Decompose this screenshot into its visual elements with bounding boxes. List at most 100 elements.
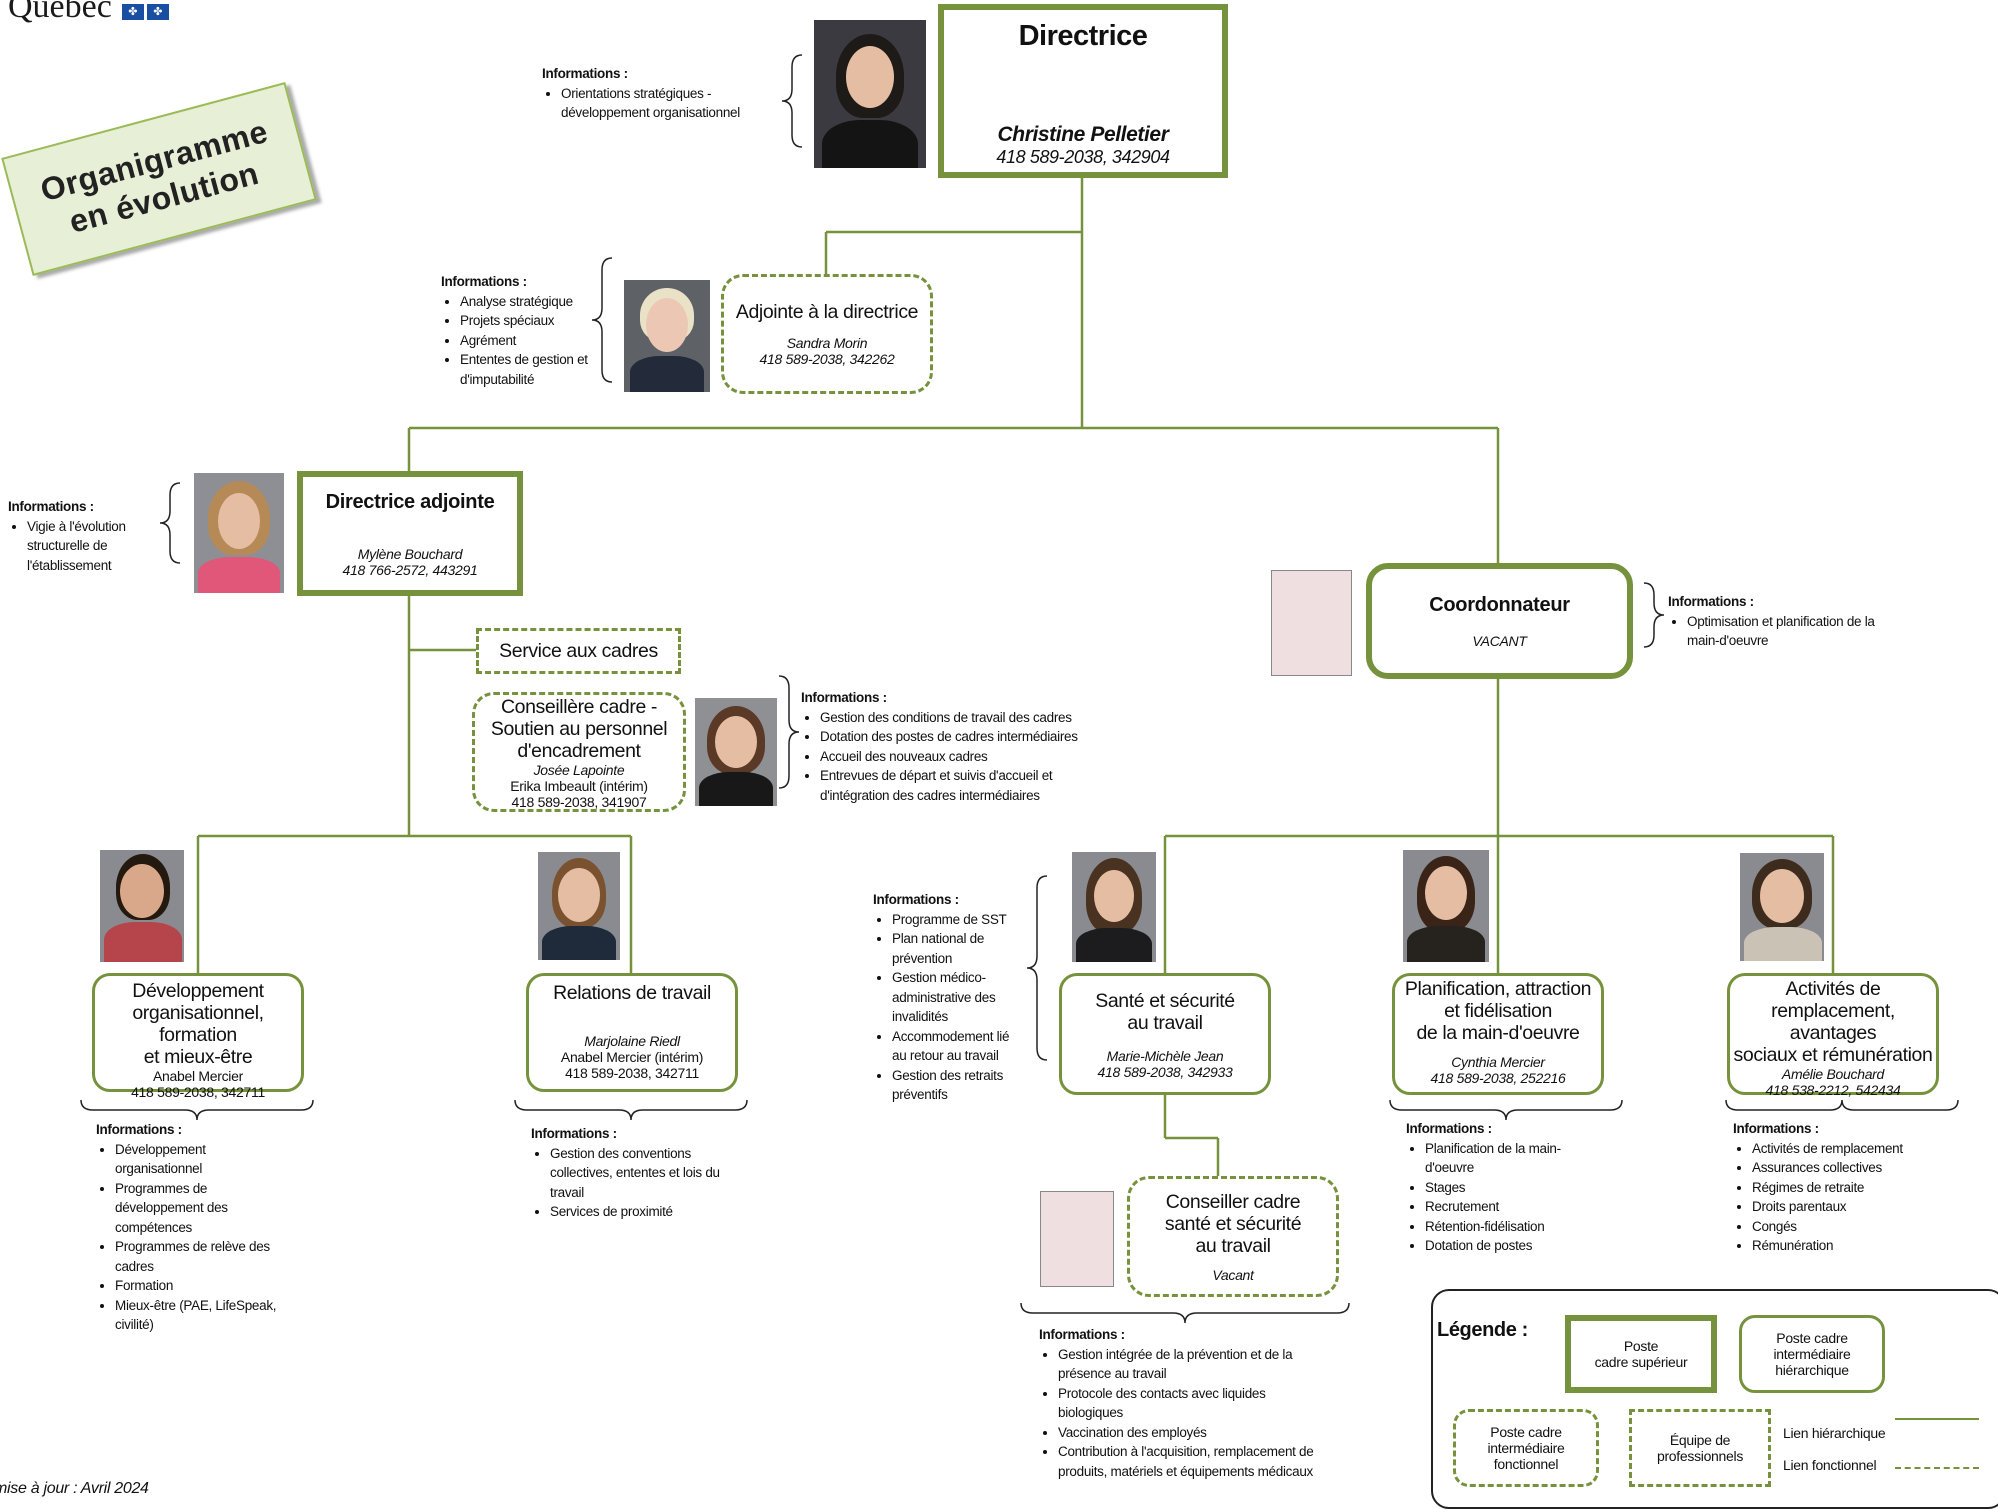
legend-lien-hierarchique-line — [1895, 1418, 1979, 1420]
relations-interim: Anabel Mercier (intérim) — [560, 1049, 704, 1065]
sst-info: Informations : Programme de SST Plan nat… — [873, 890, 1023, 1105]
planif-box[interactable]: Planification, attraction et fidélisatio… — [1392, 973, 1604, 1095]
legend-superieur-2: cadre supérieur — [1594, 1354, 1688, 1370]
info-item: Congés — [1752, 1217, 1933, 1237]
info-item: Stages — [1425, 1178, 1586, 1198]
info-item: Accommodement lié au retour au travail — [892, 1027, 1023, 1066]
legend-hierarchique-3: hiérarchique — [1775, 1362, 1849, 1378]
dev-org-box[interactable]: Développement organisationnel, formation… — [92, 973, 304, 1100]
info-heading: Informations : — [441, 274, 527, 289]
info-item: Services de proximité — [550, 1202, 741, 1222]
activites-info: Informations : Activités de remplacement… — [1733, 1119, 1933, 1256]
conseiller-sst-box[interactable]: Conseiller cadre santé et sécurité au tr… — [1127, 1176, 1339, 1297]
directrice-photo — [814, 20, 926, 168]
info-item: Plan national de prévention — [892, 929, 1023, 968]
coordonnateur-name: VACANT — [1472, 632, 1527, 649]
dir-adjointe-photo — [194, 473, 284, 593]
dir-adjointe-title: Directrice adjointe — [325, 491, 495, 513]
planif-name: Cynthia Mercier — [1451, 1054, 1545, 1070]
legend-fonctionnel-2: intermédiaire — [1487, 1440, 1565, 1456]
legend-title: Légende : — [1437, 1319, 1528, 1341]
conseiller-sst-name: Vacant — [1212, 1266, 1254, 1283]
conseillere-photo — [695, 698, 777, 806]
info-item: Gestion des conventions collectives, ent… — [550, 1144, 741, 1203]
legend: Légende : Poste cadre supérieur Poste ca… — [1431, 1289, 1998, 1509]
conseiller-sst-title-3: au travail — [1195, 1234, 1271, 1257]
planif-title-2: et fidélisation — [1444, 1000, 1552, 1022]
conseillere-phone: 418 589-2038, 341907 — [511, 794, 647, 810]
service-cadres-box[interactable]: Service aux cadres — [476, 628, 681, 674]
info-item: Recrutement — [1425, 1197, 1586, 1217]
adjointe-photo — [624, 280, 710, 392]
directrice-box[interactable]: Directrice Christine Pelletier 418 589-2… — [938, 4, 1228, 178]
info-item: Dotation de postes — [1425, 1236, 1586, 1256]
sst-title-2: au travail — [1127, 1012, 1203, 1034]
info-heading: Informations : — [96, 1122, 182, 1137]
directrice-title: Directrice — [1018, 20, 1148, 52]
planif-info: Informations : Planification de la main-… — [1406, 1119, 1586, 1256]
coordonnateur-box[interactable]: Coordonnateur VACANT — [1366, 563, 1633, 679]
relations-box[interactable]: Relations de travail Marjolaine Riedl An… — [526, 973, 738, 1092]
activites-box[interactable]: Activités de remplacement, avantages soc… — [1727, 973, 1939, 1098]
info-item: Développement organisationnel — [115, 1140, 296, 1179]
adjointe-name: Sandra Morin — [786, 335, 868, 351]
info-item: Ententes de gestion et d'imputabilité — [460, 350, 601, 389]
quebec-wordmark: Québec — [8, 0, 112, 25]
relations-title: Relations de travail — [553, 982, 711, 1004]
activites-title-1: Activités de — [1785, 978, 1881, 1000]
coordonnateur-vacant-photo — [1271, 570, 1352, 676]
update-date: mise à jour : Avril 2024 — [0, 1480, 149, 1497]
service-cadres-title: Service aux cadres — [499, 640, 658, 662]
activites-title-2: remplacement, avantages — [1771, 1000, 1895, 1044]
adjointe-box[interactable]: Adjointe à la directrice Sandra Morin 41… — [721, 274, 933, 394]
info-heading: Informations : — [8, 499, 94, 514]
info-item: Rétention-fidélisation — [1425, 1217, 1586, 1237]
legend-superieur: Poste cadre supérieur — [1565, 1315, 1717, 1393]
conseiller-sst-vacant-photo — [1040, 1191, 1114, 1287]
legend-superieur-1: Poste — [1623, 1338, 1659, 1354]
legend-lien-fonctionnel-label: Lien fonctionnel — [1783, 1457, 1877, 1473]
sst-box[interactable]: Santé et sécurité au travail Marie-Michè… — [1059, 973, 1271, 1095]
dir-adjointe-box[interactable]: Directrice adjointe Mylène Bouchard 418 … — [297, 471, 523, 596]
info-item: Orientations stratégiques - développemen… — [561, 84, 782, 123]
info-item: Agrément — [460, 331, 601, 351]
dev-org-name: Anabel Mercier — [153, 1068, 243, 1084]
info-item: Assurances collectives — [1752, 1158, 1933, 1178]
legend-lien-hierarchique-label: Lien hiérarchique — [1783, 1425, 1886, 1441]
legend-hierarchique-1: Poste cadre — [1776, 1330, 1848, 1346]
info-item: Gestion des conditions de travail des ca… — [820, 708, 1101, 728]
info-item: Gestion des retraits préventifs — [892, 1066, 1023, 1105]
legend-fonctionnel: Poste cadre intermédiaire fonctionnel — [1453, 1409, 1599, 1487]
info-heading: Informations : — [873, 892, 959, 907]
dev-org-phone: 418 589-2038, 342711 — [131, 1084, 265, 1100]
conseillere-interim: Erika Imbeault (intérim) — [510, 778, 648, 794]
dev-org-photo — [100, 850, 184, 962]
info-heading: Informations : — [542, 66, 628, 81]
info-item: Activités de remplacement — [1752, 1139, 1933, 1159]
legend-hierarchique-2: intermédiaire — [1773, 1346, 1851, 1362]
info-item: Entrevues de départ et suivis d'accueil … — [820, 766, 1101, 805]
info-item: Accueil des nouveaux cadres — [820, 747, 1101, 767]
activites-title-3: sociaux et rémunération — [1733, 1044, 1933, 1066]
info-item: Rémunération — [1752, 1236, 1933, 1256]
legend-fonctionnel-1: Poste cadre — [1490, 1424, 1562, 1440]
info-item: Gestion médico-administrative des invali… — [892, 968, 1023, 1027]
planif-title-1: Planification, attraction — [1404, 978, 1592, 1000]
activites-photo — [1740, 853, 1824, 961]
legend-equipe-1: Équipe de — [1669, 1432, 1731, 1448]
info-item: Programme de SST — [892, 910, 1023, 930]
dir-adjointe-phone: 418 766-2572, 443291 — [342, 562, 478, 578]
relations-name: Marjolaine Riedl — [584, 1033, 680, 1049]
directrice-phone: 418 589-2038, 342904 — [996, 147, 1170, 167]
info-heading: Informations : — [1668, 594, 1754, 609]
info-item: Projets spéciaux — [460, 311, 601, 331]
info-item: Programmes de développement des compéten… — [115, 1179, 296, 1238]
adjointe-phone: 418 589-2038, 342262 — [759, 351, 895, 367]
activites-name: Amélie Bouchard — [1781, 1066, 1885, 1082]
planif-photo — [1403, 850, 1489, 962]
conseillere-box[interactable]: Conseillère cadre - Soutien au personnel… — [472, 692, 686, 812]
sst-phone: 418 589-2038, 342933 — [1097, 1064, 1233, 1080]
coordonnateur-title: Coordonnateur — [1429, 593, 1570, 616]
dev-org-title-1: Développement — [132, 980, 264, 1002]
adjointe-title: Adjointe à la directrice — [735, 301, 919, 323]
